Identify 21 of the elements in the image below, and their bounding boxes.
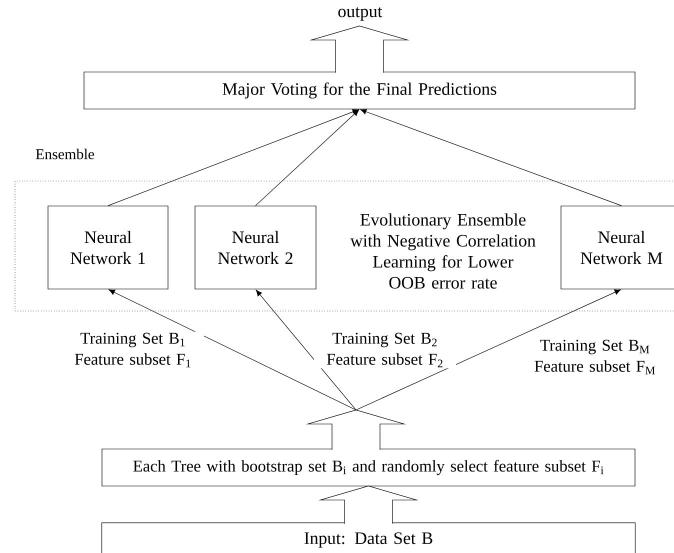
arrow	[256, 290, 356, 410]
block-arrow	[318, 486, 419, 524]
process-box: Neural Network 1	[48, 206, 168, 290]
process-box: Each Tree with bootstrap set B$_{i}$ and randomly select feature subset F$_{i}$	[102, 448, 636, 486]
edge-label: Training Set B$_{M}$ Feature subset F$_{M}$	[534, 340, 655, 374]
process-box: Major Voting for the Final Predictions	[84, 72, 636, 110]
process-box: Neural Network M	[560, 206, 674, 290]
group-heading: Ensemble	[36, 148, 94, 160]
arrow	[108, 109, 359, 206]
process-box: Neural Network 2	[194, 206, 316, 290]
arrow	[356, 289, 621, 410]
output-label: output	[338, 7, 382, 21]
edge-label: Training Set B$_{1}$ Feature subset F$_{1}$	[74, 332, 190, 368]
block-arrow	[309, 26, 410, 74]
edge-label: Training Set B$_{2}$ Feature subset F$_{2}$	[326, 332, 442, 368]
block-arrow	[306, 410, 406, 450]
arrow	[255, 110, 359, 206]
arrow	[360, 109, 622, 206]
process-box: Input: Data Set B	[102, 522, 636, 553]
description-text: Evolutionary Ensemble with Negative Correlation Learning for Lower OOB error rate	[350, 213, 536, 289]
arrow	[108, 289, 356, 410]
